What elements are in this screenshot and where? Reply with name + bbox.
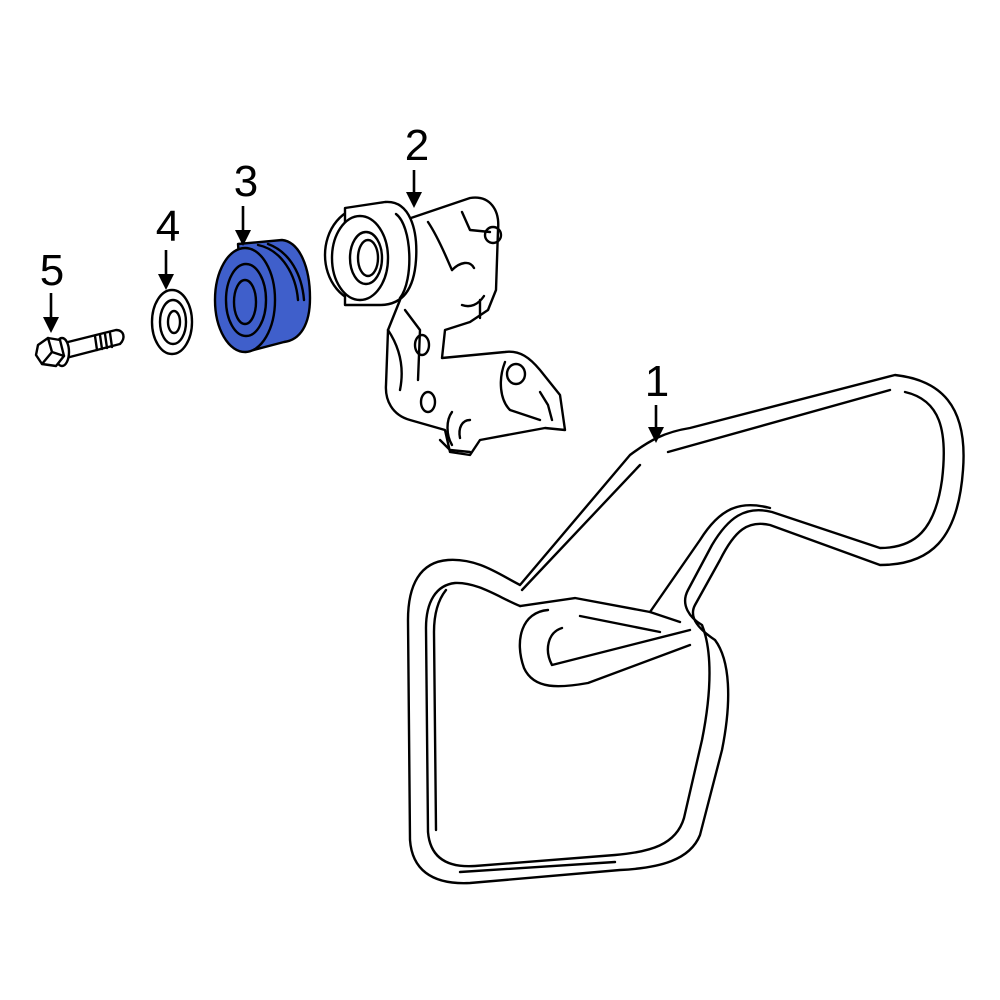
callout-label-2: 2 — [405, 121, 429, 170]
callout-label-3: 3 — [234, 157, 258, 206]
washer[interactable] — [150, 288, 194, 356]
callout-label-5: 5 — [40, 246, 64, 295]
tensioner-pulley[interactable] — [213, 238, 312, 354]
belt-tensioner[interactable] — [323, 196, 567, 457]
callout-arrow-5 — [43, 293, 59, 333]
callout-arrow-4 — [158, 250, 174, 290]
callout-arrow-1 — [648, 405, 664, 443]
callout-arrow-3 — [235, 206, 251, 246]
bolt[interactable] — [34, 328, 125, 368]
callout-label-1: 1 — [645, 357, 669, 406]
drive-belt[interactable] — [406, 373, 965, 885]
callout-label-4: 4 — [156, 202, 180, 251]
callout-arrow-2 — [406, 170, 422, 208]
